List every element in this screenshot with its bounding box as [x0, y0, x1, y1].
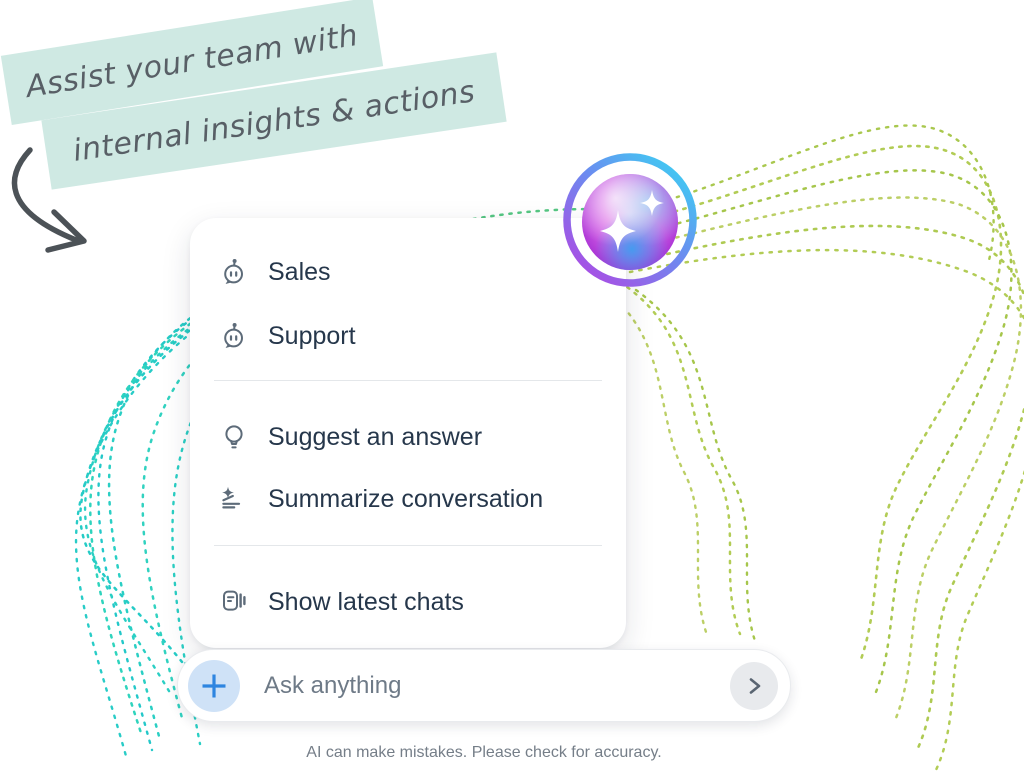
add-button[interactable]	[188, 659, 240, 712]
menu-item-suggest-answer[interactable]: Suggest an answer	[220, 417, 482, 457]
menu-item-support[interactable]: Support	[220, 316, 356, 356]
summarize-icon	[222, 486, 241, 509]
ai-disclaimer: AI can make mistakes. Please check for a…	[306, 744, 662, 761]
sparkle-orb-icon[interactable]	[558, 148, 702, 292]
plus-icon	[202, 674, 226, 697]
menu-divider	[214, 380, 602, 381]
menu-item-label: Support	[268, 321, 356, 350]
menu-item-label: Show latest chats	[268, 587, 464, 616]
menu-item-sales[interactable]: Sales	[220, 252, 331, 292]
chevron-right-icon	[749, 677, 761, 694]
menu-item-summarize[interactable]: Summarize conversation	[220, 479, 543, 519]
bot-icon	[224, 259, 243, 284]
menu-item-label: Sales	[268, 257, 331, 286]
chats-icon	[223, 590, 246, 611]
lightbulb-icon	[225, 425, 243, 449]
menu-item-label: Suggest an answer	[268, 422, 483, 451]
ask-anything-input[interactable]	[262, 670, 730, 701]
menu-item-show-latest-chats[interactable]: Show latest chats	[220, 582, 464, 622]
menu-item-label: Summarize conversation	[268, 484, 544, 513]
composer-bar	[177, 649, 791, 722]
send-button[interactable]	[730, 661, 778, 710]
hand-drawn-arrow-icon	[11, 147, 87, 253]
bot-icon	[224, 323, 243, 348]
ai-actions-menu: Sales Support Suggest an answer Summariz…	[190, 218, 626, 648]
menu-divider	[214, 545, 602, 546]
